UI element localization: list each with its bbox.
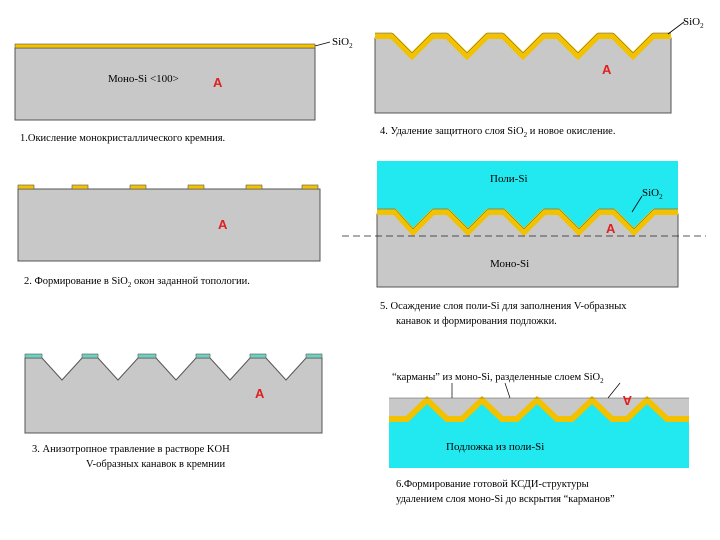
step-1: SiO2 Моно-Si <100> A 1.Окисление монокри… [14,36,353,144]
step4-oxide-layer [375,33,671,61]
step2-oxide-islands [17,184,319,190]
step1-silicon [14,47,316,121]
step3-oxide-masks [24,353,323,359]
step6-caption-line1: 6.Формирование готовой КСДИ-структуры [396,479,589,490]
step6-caption-line2: удалением слоя моно-Si до вскрытия “карм… [396,494,615,505]
step2-marker: A [218,217,228,232]
step1-caption: 1.Окисление монокристаллического кремния… [20,133,225,144]
step5-oxide-layer [377,209,678,237]
step5-mono-label: Моно-Si [490,258,529,270]
step1-oxide-layer [14,43,316,49]
step4-oxide-label: SiO2 [683,16,704,30]
step3-caption-line1: 3. Анизотропное травление в растворе KOH [32,444,230,455]
step1-body-label: Моно-Si <100> [108,73,179,85]
step-5: SiO2 Поли-Si Моно-Si A 5. Осаждение слоя… [342,161,706,327]
step6-marker: A [622,393,632,408]
step3-marker: A [255,386,265,401]
step6-pockets-label: “карманы” из моно-Si, разделенные слоем … [392,372,604,385]
step4-marker: A [602,62,612,77]
step2-caption: 2. Формирование в SiO2 окон заданной топ… [24,276,250,289]
step5-caption-line1: 5. Осаждение слоя поли-Si для заполнения… [380,301,627,312]
step4-caption: 4. Удаление защитного слоя SiO2 и новое … [380,126,615,139]
step1-oxide-label: SiO2 [332,36,353,50]
step-6: “карманы” из моно-Si, разделенные слоем … [389,372,689,505]
step2-silicon [17,188,321,262]
step6-substrate-label: Подложка из поли-Si [446,441,544,453]
step1-marker: A [213,75,223,90]
step5-poly-label: Поли-Si [490,173,528,185]
step-3: A 3. Анизотропное травление в растворе K… [24,353,323,470]
step6-oxide-layer [389,395,689,422]
step-2: A 2. Формирование в SiO2 окон заданной т… [17,184,321,289]
step3-silicon [24,357,323,434]
step5-marker: A [606,221,616,236]
step5-caption-line2: канавок и формирования подложки. [396,316,557,327]
step-4: SiO2 A 4. Удаление защитного слоя SiO2 и… [374,16,704,139]
step5-oxide-label: SiO2 [642,187,663,201]
step3-caption-line2: V-образных канавок в кремнии [86,459,226,470]
